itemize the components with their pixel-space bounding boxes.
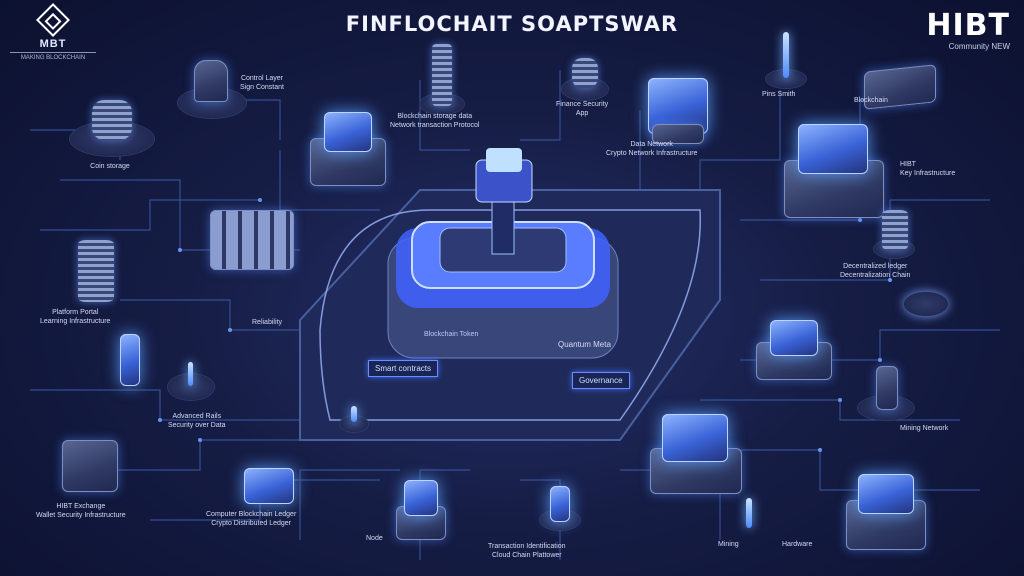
lock-icon bbox=[194, 60, 228, 102]
caption-hibt-key: HIBT Key Infrastructure bbox=[900, 161, 956, 177]
caption-node: Node bbox=[366, 535, 383, 542]
stack-icon bbox=[404, 480, 438, 516]
tower-icon bbox=[876, 366, 898, 410]
central-platform bbox=[299, 148, 721, 441]
caption-control-layer: Control Layer Sign Constant bbox=[240, 75, 284, 91]
beacon-icon bbox=[351, 406, 357, 422]
panel-smart-contracts[interactable]: Smart contracts bbox=[368, 360, 439, 377]
beacon-icon bbox=[746, 498, 752, 528]
diamond-logo-icon bbox=[36, 3, 70, 37]
device-icon bbox=[120, 334, 140, 386]
caption-advanced-rails: Advanced Rails Security over Data bbox=[168, 413, 226, 429]
caption-coin-storage: Coin storage bbox=[90, 163, 130, 170]
node-pad bbox=[766, 70, 806, 88]
caption-platform-portal: Platform Portal Learning Infrastructure bbox=[40, 309, 111, 325]
caption-ledger: Computer Blockchain Ledger Crypto Distri… bbox=[206, 511, 297, 527]
caption-mining: Mining bbox=[718, 541, 739, 548]
beacon-tower-icon bbox=[550, 486, 570, 522]
coin-icon bbox=[92, 100, 132, 140]
glow-cube-icon bbox=[662, 414, 728, 462]
page-title: FINFLOCHAIT SOAPTSWAR bbox=[345, 12, 679, 36]
logo-left-mark: MBT bbox=[39, 38, 67, 50]
caption-blockchain: Blockchain bbox=[854, 97, 888, 104]
logo-left-subtitle: MAKING BLOCKCHAIN bbox=[10, 52, 96, 61]
caption-mining-network: Mining Network bbox=[900, 425, 949, 432]
logo-right: HIBT Community NEW bbox=[926, 8, 1010, 52]
caption-transaction: Transaction Identification Cloud Chain P… bbox=[488, 543, 566, 559]
panel-governance[interactable]: Governance bbox=[572, 372, 630, 389]
server-rack-icon bbox=[210, 210, 294, 270]
node-pad bbox=[340, 416, 368, 432]
antenna-icon bbox=[188, 362, 193, 386]
hardware-icon bbox=[858, 474, 914, 514]
panel-top-right-label: Quantum Meta bbox=[558, 340, 611, 349]
server-tower-icon bbox=[432, 44, 452, 106]
stacked-disks-icon bbox=[78, 240, 114, 302]
key-server-icon bbox=[798, 124, 868, 174]
caption-data-network: Data Network Crypto Network Infrastructu… bbox=[606, 141, 698, 157]
wallet-icon bbox=[62, 440, 118, 492]
caption-hibt-exchange: HIBT Exchange Wallet Security Infrastruc… bbox=[36, 503, 126, 519]
center-label: Blockchain Token bbox=[424, 331, 479, 338]
caption-reliability: Reliability bbox=[252, 319, 282, 326]
caption-hardware: Hardware bbox=[782, 541, 813, 548]
shield-chip-icon bbox=[770, 320, 818, 356]
logo-right-subtitle: Community NEW bbox=[948, 42, 1010, 51]
logo-right-mark: HIBT bbox=[926, 8, 1010, 43]
database-icon bbox=[882, 210, 908, 250]
chip-icon bbox=[244, 468, 294, 504]
caption-pins-smith: Pins Smith bbox=[762, 91, 796, 98]
database-icon bbox=[572, 58, 598, 88]
cube-base bbox=[652, 124, 704, 144]
caption-storage-data: Blockchain storage data Network transact… bbox=[390, 113, 480, 129]
satellite-icon bbox=[904, 292, 948, 316]
beacon-icon bbox=[783, 32, 789, 78]
cpu-icon bbox=[324, 112, 372, 152]
caption-finance-security: Finance Security App bbox=[556, 101, 609, 117]
logo-left: MBT MAKING BLOCKCHAIN bbox=[10, 3, 96, 61]
caption-decentralized-ledger: Decentralized ledger Decentralization Ch… bbox=[840, 263, 911, 279]
